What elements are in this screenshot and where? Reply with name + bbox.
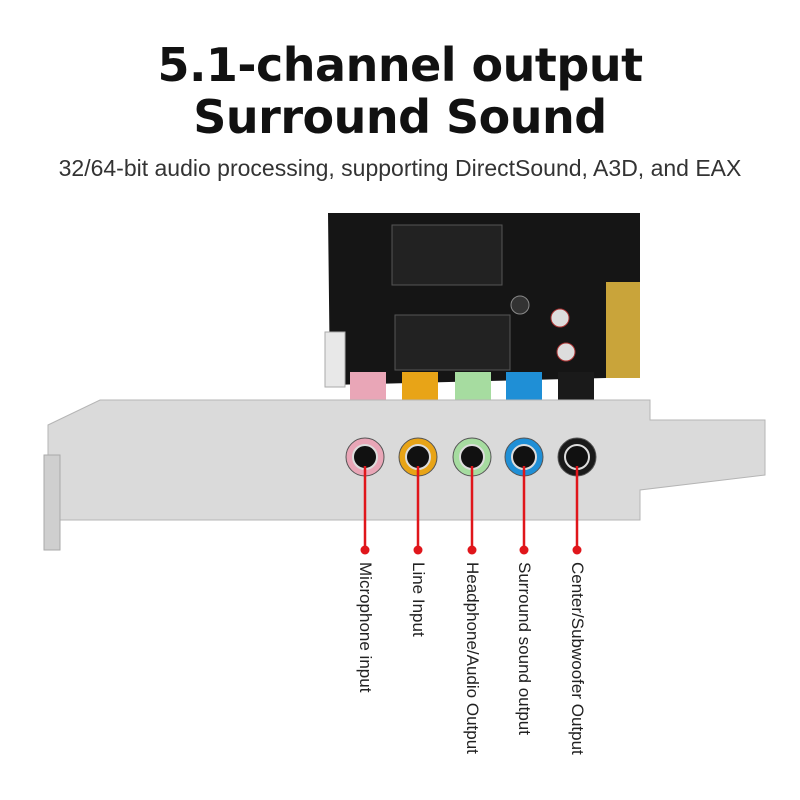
title-line-2: Surround Sound [193, 90, 607, 144]
capacitor [550, 308, 570, 328]
jack-hole [352, 444, 378, 470]
port-label: Microphone input [356, 562, 375, 693]
jack-hole [405, 444, 431, 470]
callout-dot [519, 545, 529, 555]
port-label: Headphone/Audio Output [463, 562, 482, 754]
port-label: Center/Subwoofer Output [568, 562, 587, 755]
jack-hole [511, 444, 537, 470]
capacitor [510, 295, 530, 315]
callout-dot [467, 545, 477, 555]
jack-hole [459, 444, 485, 470]
subtitle: 32/64-bit audio processing, supporting D… [58, 155, 742, 181]
cd-header [324, 331, 346, 388]
port-label: Line Input [409, 562, 428, 637]
port-label: Surround sound output [515, 562, 534, 735]
capacitor [556, 342, 576, 362]
callout-dot [360, 545, 370, 555]
callout-dot [413, 545, 423, 555]
main-chip [391, 224, 503, 286]
jack-hole [564, 444, 590, 470]
title-line-1: 5.1-channel output [157, 38, 643, 92]
pcie-connector [606, 282, 640, 378]
codec-chip [394, 314, 511, 371]
callout-dot [572, 545, 582, 555]
